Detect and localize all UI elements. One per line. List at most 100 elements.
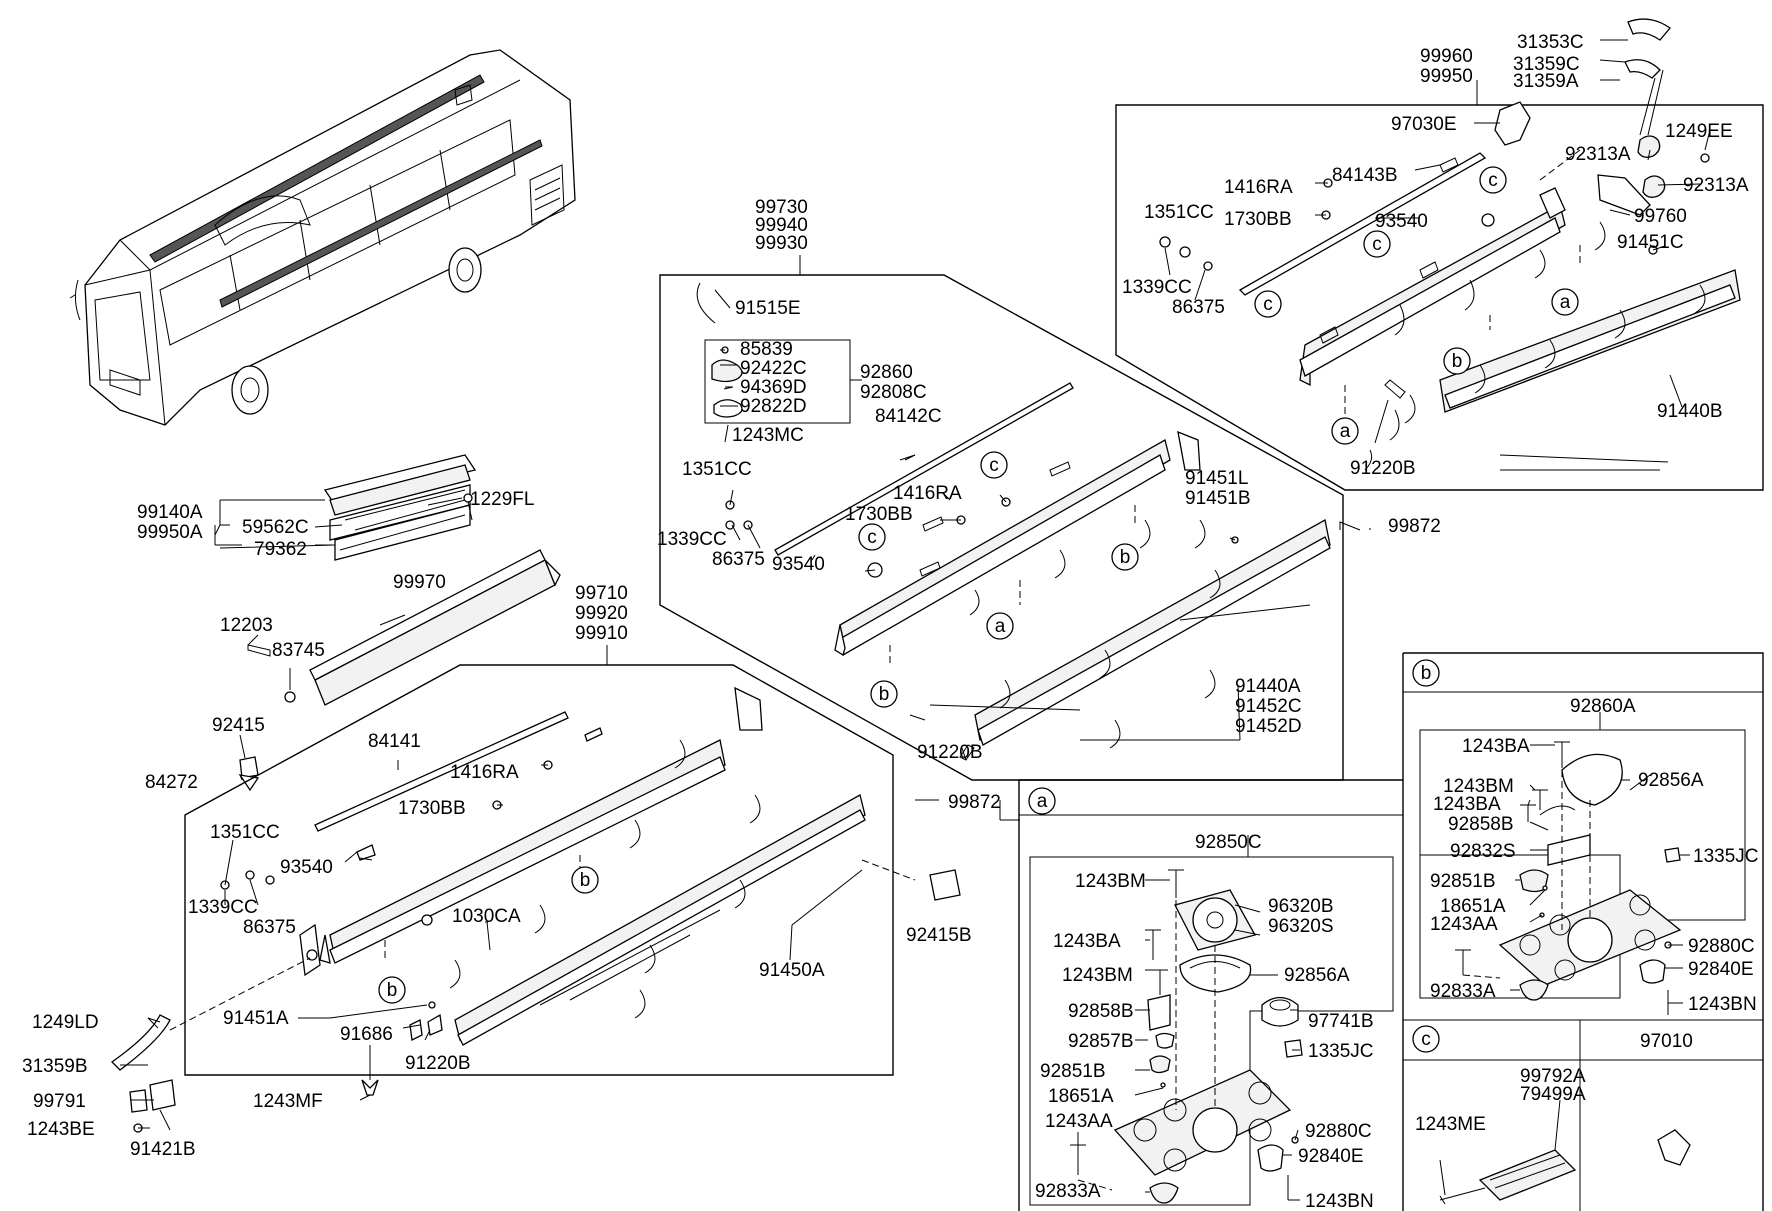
top-right-assembly xyxy=(1115,18,1764,491)
label-99960: 99960 xyxy=(1420,46,1473,67)
callout-c-5-text: c xyxy=(867,527,877,548)
callout-a-2 xyxy=(1331,417,1359,445)
section-c xyxy=(1403,1019,1763,1211)
label-1243BM-2: 1243BM xyxy=(1062,965,1133,986)
label-1243ME: 1243ME xyxy=(1415,1114,1486,1135)
label-84141: 84141 xyxy=(368,731,421,752)
label-97030E: 97030E xyxy=(1391,114,1457,135)
label-91220B-2: 91220B xyxy=(917,742,983,763)
label-12203: 12203 xyxy=(220,615,273,636)
callout-c-5 xyxy=(858,523,886,551)
callout-b-1-text: b xyxy=(1452,351,1463,372)
label-92840E-2: 92840E xyxy=(1688,959,1754,980)
callout-b-5-text: b xyxy=(387,980,398,1001)
label-92415B: 92415B xyxy=(906,925,972,946)
callout-b-4-text: b xyxy=(580,870,591,891)
label-91440B: 91440B xyxy=(1657,401,1723,422)
callout-c-2 xyxy=(1363,230,1391,258)
label-91440A: 91440A xyxy=(1235,676,1301,697)
section-c-marker xyxy=(1412,1025,1440,1053)
label-1416RA-1: 1416RA xyxy=(1224,177,1293,198)
label-91451C: 91451C xyxy=(1617,232,1684,253)
label-91451B: 91451B xyxy=(1185,488,1251,509)
bus-illustration xyxy=(69,49,576,426)
label-1351CC-2: 1351CC xyxy=(682,459,752,480)
callout-b-3 xyxy=(870,680,898,708)
label-92313A-1: 92313A xyxy=(1565,144,1631,165)
label-91451A: 91451A xyxy=(223,1008,289,1029)
label-91220B-1: 91220B xyxy=(1350,458,1416,479)
label-91686: 91686 xyxy=(340,1024,393,1045)
label-79362: 79362 xyxy=(254,539,307,560)
label-92833A-2: 92833A xyxy=(1430,981,1496,1002)
label-1243BA-1: 1243BA xyxy=(1053,931,1121,952)
label-99872-2: 99872 xyxy=(948,792,1001,813)
label-99930: 99930 xyxy=(755,233,808,254)
label-92860: 92860 xyxy=(860,362,913,383)
left-small-parts xyxy=(238,454,561,792)
label-1243MF: 1243MF xyxy=(253,1091,323,1112)
section-b xyxy=(1402,652,1764,1211)
label-1351CC-3: 1351CC xyxy=(210,822,280,843)
label-1243BN-1: 1243BN xyxy=(1305,1191,1374,1211)
label-1249LD: 1249LD xyxy=(32,1012,99,1033)
label-1416RA-2: 1416RA xyxy=(893,483,962,504)
label-94369D: 94369D xyxy=(740,377,807,398)
label-1335JC-2: 1335JC xyxy=(1693,846,1759,867)
label-92832S: 92832S xyxy=(1450,841,1516,862)
callout-c-4 xyxy=(980,451,1008,479)
label-84142C: 84142C xyxy=(875,406,942,427)
label-92313A-2: 92313A xyxy=(1683,175,1749,196)
section-c-marker-text: c xyxy=(1421,1029,1431,1050)
callout-b-2-text: b xyxy=(1120,547,1131,568)
leader-lines xyxy=(120,39,1711,1201)
label-1335JC-1: 1335JC xyxy=(1308,1041,1374,1062)
label-86375-1: 86375 xyxy=(1172,297,1225,318)
callout-b-1 xyxy=(1443,347,1471,375)
callout-b-2 xyxy=(1111,543,1139,571)
label-99710: 99710 xyxy=(575,583,628,604)
label-99872-1: 99872 xyxy=(1388,516,1441,537)
label-18651A-2: 18651A xyxy=(1440,896,1506,917)
label-99940: 99940 xyxy=(755,215,808,236)
label-1243BM-1: 1243BM xyxy=(1075,871,1146,892)
label-97010: 97010 xyxy=(1640,1031,1693,1052)
label-99950A: 99950A xyxy=(137,522,203,543)
left-lower-assembly xyxy=(110,645,961,1133)
callout-b-3-text: b xyxy=(879,684,890,705)
label-92833A-1: 92833A xyxy=(1035,1181,1101,1202)
label-93540-1: 93540 xyxy=(1375,211,1428,232)
label-96320S: 96320S xyxy=(1268,916,1334,937)
label-92851B-2: 92851B xyxy=(1430,871,1496,892)
label-92860A: 92860A xyxy=(1570,696,1636,717)
label-92850C: 92850C xyxy=(1195,832,1262,853)
label-31359A: 31359A xyxy=(1513,71,1579,92)
label-1730BB-1: 1730BB xyxy=(1224,209,1292,230)
section-a-marker-text: a xyxy=(1037,791,1048,812)
callout-a-1-text: a xyxy=(1560,292,1571,313)
label-1249EE: 1249EE xyxy=(1665,121,1733,142)
callout-b-4 xyxy=(571,866,599,894)
label-91450A: 91450A xyxy=(759,960,825,981)
label-93540-3: 93540 xyxy=(280,857,333,878)
label-99140A: 99140A xyxy=(137,502,203,523)
label-99760: 99760 xyxy=(1634,206,1687,227)
callout-c-3-text: c xyxy=(1263,294,1273,315)
label-91452D: 91452D xyxy=(1235,716,1302,737)
label-31353C: 31353C xyxy=(1517,32,1584,53)
section-a-marker xyxy=(1028,787,1056,815)
label-92808C: 92808C xyxy=(860,382,927,403)
label-92880C-2: 92880C xyxy=(1688,936,1755,957)
callout-b-5 xyxy=(378,976,406,1004)
callout-a-3-text: a xyxy=(995,616,1006,637)
label-1243BA-3: 1243BA xyxy=(1433,794,1501,815)
label-86375-3: 86375 xyxy=(243,917,296,938)
label-1243BA-2: 1243BA xyxy=(1462,736,1530,757)
label-1243MC: 1243MC xyxy=(732,425,804,446)
label-92822D: 92822D xyxy=(740,396,807,417)
label-99791: 99791 xyxy=(33,1091,86,1112)
label-92880C-1: 92880C xyxy=(1305,1121,1372,1142)
label-85839: 85839 xyxy=(740,339,793,360)
callouts: c c c a b a c c b a b b b a b c xyxy=(378,166,1579,1053)
label-96320B: 96320B xyxy=(1268,896,1334,917)
